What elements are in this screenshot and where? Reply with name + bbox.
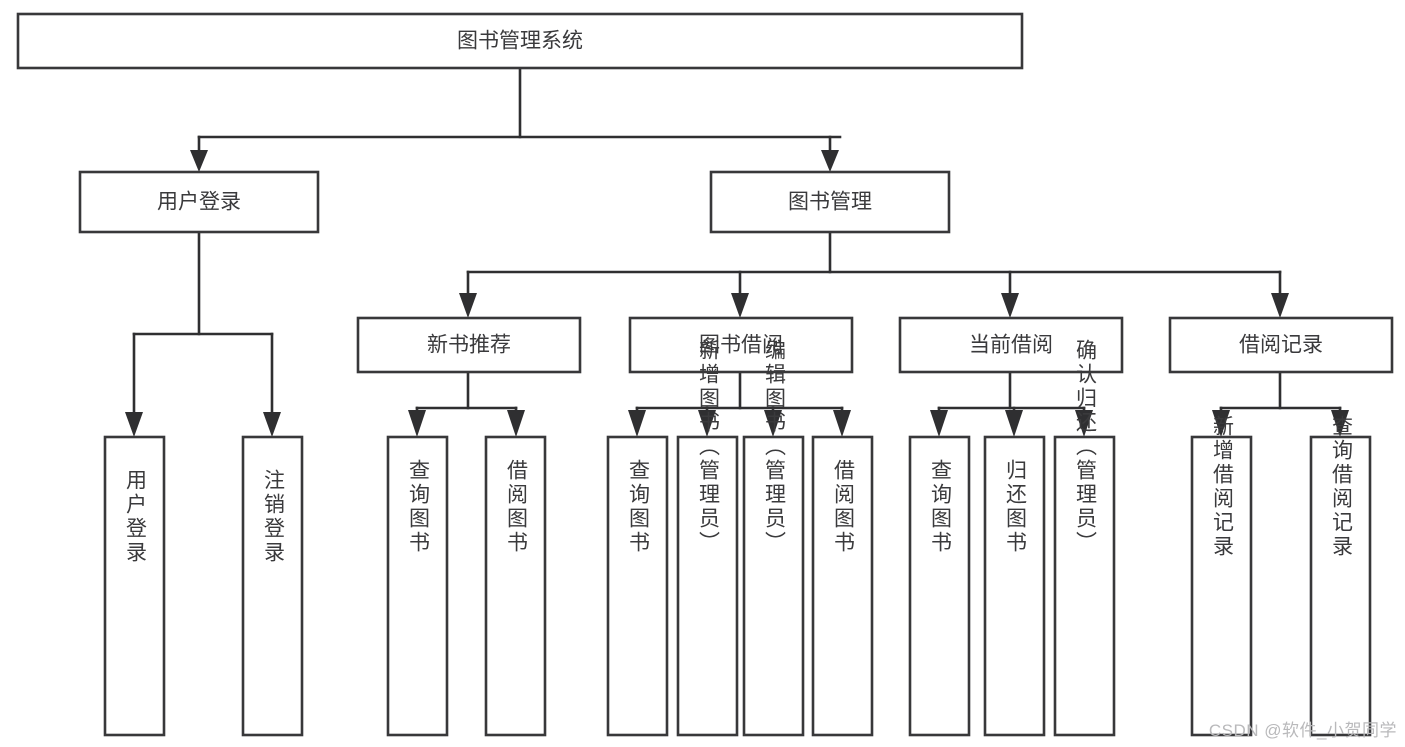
arrowhead-leaf-query-book-borrow <box>628 410 646 437</box>
arrowhead-leaf-logout-login <box>263 412 281 437</box>
node-leaf-borrow-book-label: 借阅图书 <box>832 459 856 555</box>
node-leaf-query-book-cur-label: 查询图书 <box>929 459 953 555</box>
node-leaf-query-book-borrow-label: 查询图书 <box>627 459 651 555</box>
node-leaf-edit-book-admin-box[interactable] <box>742 435 805 737</box>
arrowhead-current-borrow <box>1001 293 1019 318</box>
node-new-book-recommend-label: 新书推荐 <box>427 334 511 357</box>
arrowhead-new-book-recommend <box>459 293 477 318</box>
arrowhead-leaf-query-book-cur <box>930 410 948 437</box>
arrowhead-leaf-query-borrow-record <box>1331 410 1349 437</box>
node-leaf-user-login-box[interactable] <box>103 435 166 737</box>
node-leaf-logout-login[interactable]: 注销登录 <box>241 435 304 737</box>
node-leaf-borrow-book-rec-label: 借阅图书 <box>505 459 529 555</box>
node-borrow-record-box[interactable] <box>1168 316 1394 374</box>
node-leaf-borrow-book-rec-box[interactable] <box>484 435 547 737</box>
node-book-borrow[interactable]: 图书借阅 <box>628 316 854 374</box>
node-leaf-borrow-book-rec[interactable]: 借阅图书 <box>484 435 547 737</box>
node-current-borrow-label: 当前借阅 <box>969 334 1053 357</box>
node-leaf-confirm-return-admin[interactable]: 确认归还（管理员） <box>1053 339 1116 737</box>
node-leaf-query-book-rec-label: 查询图书 <box>407 459 431 555</box>
node-book-manage-box[interactable] <box>709 170 951 234</box>
arrowhead-leaf-borrow-book-rec <box>507 410 525 437</box>
node-leaf-query-book-cur[interactable]: 查询图书 <box>908 435 971 737</box>
node-new-book-recommend-box[interactable] <box>356 316 582 374</box>
node-leaf-return-book[interactable]: 归还图书 <box>983 435 1046 737</box>
arrowhead-leaf-user-login <box>125 412 143 437</box>
node-user-login[interactable]: 用户登录 <box>78 170 320 234</box>
node-leaf-return-book-label: 归还图书 <box>1004 459 1028 555</box>
node-leaf-edit-book-admin-label: 编辑图书（管理员） <box>763 339 787 555</box>
node-new-book-recommend[interactable]: 新书推荐 <box>356 316 582 374</box>
node-root-box[interactable] <box>16 12 1024 70</box>
node-root[interactable]: 图书管理系统 <box>16 12 1024 70</box>
node-leaf-query-book-rec-box[interactable] <box>386 435 449 737</box>
arrowhead-leaf-return-book <box>1005 410 1023 437</box>
node-book-manage[interactable]: 图书管理 <box>709 170 951 234</box>
arrowhead-book-borrow <box>731 293 749 318</box>
node-leaf-add-book-admin[interactable]: 新增图书（管理员） <box>676 339 739 737</box>
arrowhead-leaf-borrow-book <box>833 410 851 437</box>
node-leaf-borrow-book-box[interactable] <box>811 435 874 737</box>
node-leaf-add-borrow-record-box[interactable] <box>1190 435 1253 737</box>
node-current-borrow-box[interactable] <box>898 316 1124 374</box>
node-user-login-box[interactable] <box>78 170 320 234</box>
node-leaf-edit-book-admin[interactable]: 编辑图书（管理员） <box>742 339 805 737</box>
node-leaf-query-borrow-record[interactable]: 查询借阅记录 <box>1309 415 1372 737</box>
node-leaf-add-borrow-record-label: 新增借阅记录 <box>1211 415 1235 559</box>
node-leaf-query-borrow-record-label: 查询借阅记录 <box>1330 415 1354 559</box>
node-book-borrow-label: 图书借阅 <box>699 334 783 357</box>
arrowhead-leaf-edit-book-admin <box>764 410 782 437</box>
node-leaf-borrow-book[interactable]: 借阅图书 <box>811 435 874 737</box>
node-leaf-return-book-box[interactable] <box>983 435 1046 737</box>
node-leaf-user-login-label: 用户登录 <box>124 469 148 565</box>
arrowhead-book-manage <box>821 150 839 172</box>
node-leaf-add-book-admin-box[interactable] <box>676 435 739 737</box>
arrowhead-leaf-add-borrow-record <box>1212 410 1230 437</box>
node-leaf-user-login[interactable]: 用户登录 <box>103 435 166 737</box>
node-leaf-query-book-borrow[interactable]: 查询图书 <box>606 435 669 737</box>
node-leaf-logout-login-box[interactable] <box>241 435 304 737</box>
arrowhead-leaf-add-book-admin <box>698 410 716 437</box>
node-leaf-add-borrow-record[interactable]: 新增借阅记录 <box>1190 415 1253 737</box>
node-leaf-query-book-borrow-box[interactable] <box>606 435 669 737</box>
node-leaf-query-book-cur-box[interactable] <box>908 435 971 737</box>
node-leaf-logout-login-label: 注销登录 <box>262 469 286 565</box>
arrowhead-leaf-confirm-return-admin <box>1075 410 1093 437</box>
node-borrow-record[interactable]: 借阅记录 <box>1168 316 1394 374</box>
node-leaf-query-book-rec[interactable]: 查询图书 <box>386 435 449 737</box>
arrowhead-leaf-query-book-rec <box>408 410 426 437</box>
node-root-label: 图书管理系统 <box>457 30 583 53</box>
node-current-borrow[interactable]: 当前借阅 <box>898 316 1124 374</box>
node-leaf-confirm-return-admin-label: 确认归还（管理员） <box>1074 339 1098 555</box>
arrowhead-user-login <box>190 150 208 172</box>
node-borrow-record-label: 借阅记录 <box>1239 334 1323 357</box>
arrowhead-borrow-record <box>1271 293 1289 318</box>
edge-layer <box>125 66 1349 437</box>
node-book-manage-label: 图书管理 <box>788 191 872 214</box>
node-user-login-label: 用户登录 <box>157 191 241 214</box>
node-leaf-query-borrow-record-box[interactable] <box>1309 435 1372 737</box>
node-leaf-add-book-admin-label: 新增图书（管理员） <box>697 339 721 555</box>
node-book-borrow-box[interactable] <box>628 316 854 374</box>
node-leaf-confirm-return-admin-box[interactable] <box>1053 435 1116 737</box>
